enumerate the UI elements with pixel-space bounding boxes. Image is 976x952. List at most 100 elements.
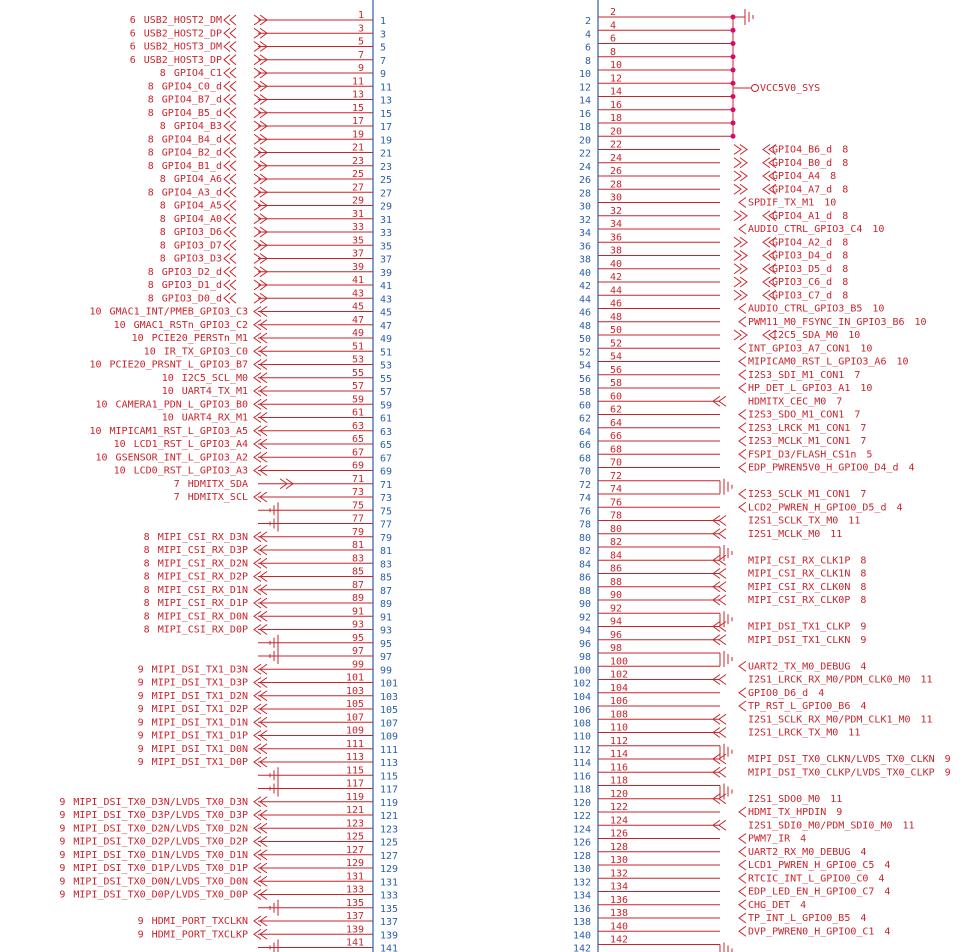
connector-pin-index: 41 bbox=[380, 281, 392, 292]
net-label: MIPI_DSI_TX0_CLKP/LVDS_TX0_CLKP bbox=[748, 767, 935, 778]
sheet-ref: 8 bbox=[860, 555, 866, 566]
sheet-ref: 10 bbox=[848, 330, 860, 341]
input-port-icon bbox=[253, 465, 268, 476]
pin-number: 71 bbox=[352, 474, 364, 485]
input-port-icon bbox=[253, 306, 268, 317]
connector-pin-index: 135 bbox=[380, 904, 398, 915]
pin-number: 127 bbox=[346, 845, 364, 856]
net-label: GPIO4_C1 bbox=[174, 68, 222, 79]
sheet-ref: 9 bbox=[836, 807, 842, 818]
connector-pin-index: 42 bbox=[579, 281, 591, 292]
output-port-icon bbox=[738, 448, 747, 460]
output-port-icon bbox=[738, 356, 747, 367]
net-label: I2S1_SDO0_M0 bbox=[748, 794, 820, 805]
connector-pin-index: 19 bbox=[380, 135, 392, 146]
sheet-ref: 7 bbox=[860, 489, 866, 500]
right-pin-row: 16 bbox=[598, 100, 736, 113]
net-label: MIPI_DSI_TX1_D1N bbox=[152, 717, 248, 728]
left-pin-row: 135 bbox=[258, 898, 373, 916]
connector-pin-index: 140 bbox=[573, 930, 591, 941]
connector-pin-index: 66 bbox=[579, 440, 591, 451]
connector-pin-index: 133 bbox=[380, 891, 398, 902]
bidirectional-port-icon bbox=[223, 120, 268, 132]
connector-pin-index: 36 bbox=[579, 241, 591, 252]
sheet-ref: 9 bbox=[59, 823, 65, 834]
net-label: GPIO0_D6_d bbox=[748, 688, 808, 699]
input-port-icon bbox=[253, 703, 268, 715]
connector-pin-index: 38 bbox=[579, 255, 591, 266]
connector-pin-index: 44 bbox=[579, 294, 591, 305]
input-port-icon bbox=[253, 663, 268, 675]
output-port-icon bbox=[738, 872, 747, 884]
bidirectional-port-icon bbox=[733, 183, 777, 195]
connector-pin-index: 37 bbox=[380, 255, 392, 266]
pin-number: 99 bbox=[352, 659, 364, 670]
net-label: MIPI_DSI_TX1_D0N bbox=[152, 744, 248, 755]
connector-pin-index: 43 bbox=[380, 294, 392, 305]
pin-number: 84 bbox=[610, 550, 622, 561]
pin-number: 128 bbox=[610, 842, 628, 853]
input-port-icon bbox=[253, 716, 268, 728]
net-label: GPIO4_A6 bbox=[174, 174, 222, 185]
connector-pin-index: 49 bbox=[380, 334, 392, 345]
sheet-ref: 11 bbox=[902, 820, 914, 831]
output-port-icon bbox=[738, 435, 747, 447]
connector-pin-index: 132 bbox=[573, 877, 591, 888]
connector-pin-index: 139 bbox=[380, 930, 398, 941]
connector-pin-index: 18 bbox=[579, 122, 591, 133]
net-label: TP_INT_L_GPIO0_B5 bbox=[748, 913, 850, 924]
connector-pin-index: 8 bbox=[585, 56, 591, 67]
connector-pin-index: 134 bbox=[573, 891, 591, 902]
connector-pin-index: 94 bbox=[579, 626, 591, 637]
connector-pin-index: 6 bbox=[585, 43, 591, 54]
pin-number: 74 bbox=[610, 484, 622, 495]
connector-pin-index: 52 bbox=[579, 347, 591, 358]
sheet-ref: 8 bbox=[842, 251, 848, 262]
sheet-ref: 10 bbox=[860, 383, 872, 394]
bidirectional-port-icon bbox=[223, 80, 268, 92]
pin-number: 121 bbox=[346, 805, 364, 816]
pin-number: 12 bbox=[610, 73, 622, 84]
net-label: HDMITX_SDA bbox=[188, 479, 248, 490]
sheet-ref: 8 bbox=[148, 108, 154, 119]
connector-pin-index: 89 bbox=[380, 599, 392, 610]
input-port-icon bbox=[253, 822, 268, 834]
connector-pin-index: 54 bbox=[579, 361, 591, 372]
pin-number: 91 bbox=[352, 606, 364, 617]
sheet-ref: 4 bbox=[800, 900, 806, 911]
pin-number: 3 bbox=[358, 23, 364, 34]
sheet-ref: 9 bbox=[138, 757, 144, 768]
output-port-icon bbox=[738, 223, 747, 235]
connector-pin-index: 11 bbox=[380, 82, 392, 93]
output-port-icon bbox=[279, 478, 294, 490]
connector-pin-index: 90 bbox=[579, 599, 591, 610]
pin-number: 108 bbox=[610, 709, 628, 720]
pin-number: 113 bbox=[346, 752, 364, 763]
connector-pin-index: 93 bbox=[380, 626, 392, 637]
connector-pin-index: 23 bbox=[380, 162, 392, 173]
net-label: I2S3_SDO_M1_CON1 bbox=[748, 410, 844, 421]
pin-number: 92 bbox=[610, 603, 622, 614]
pin-number: 55 bbox=[352, 368, 364, 379]
net-label: MIPI_DSI_TX0_D3P/LVDS_TX0_D3P bbox=[73, 810, 248, 821]
pin-number: 38 bbox=[610, 246, 622, 257]
net-label: GSENSOR_INT_L_GPIO3_A2 bbox=[116, 452, 248, 463]
input-port-icon bbox=[253, 584, 268, 596]
sheet-ref: 8 bbox=[860, 582, 866, 593]
sheet-ref: 10 bbox=[114, 466, 126, 477]
sheet-ref: 8 bbox=[144, 598, 150, 609]
sheet-ref: 8 bbox=[842, 277, 848, 288]
